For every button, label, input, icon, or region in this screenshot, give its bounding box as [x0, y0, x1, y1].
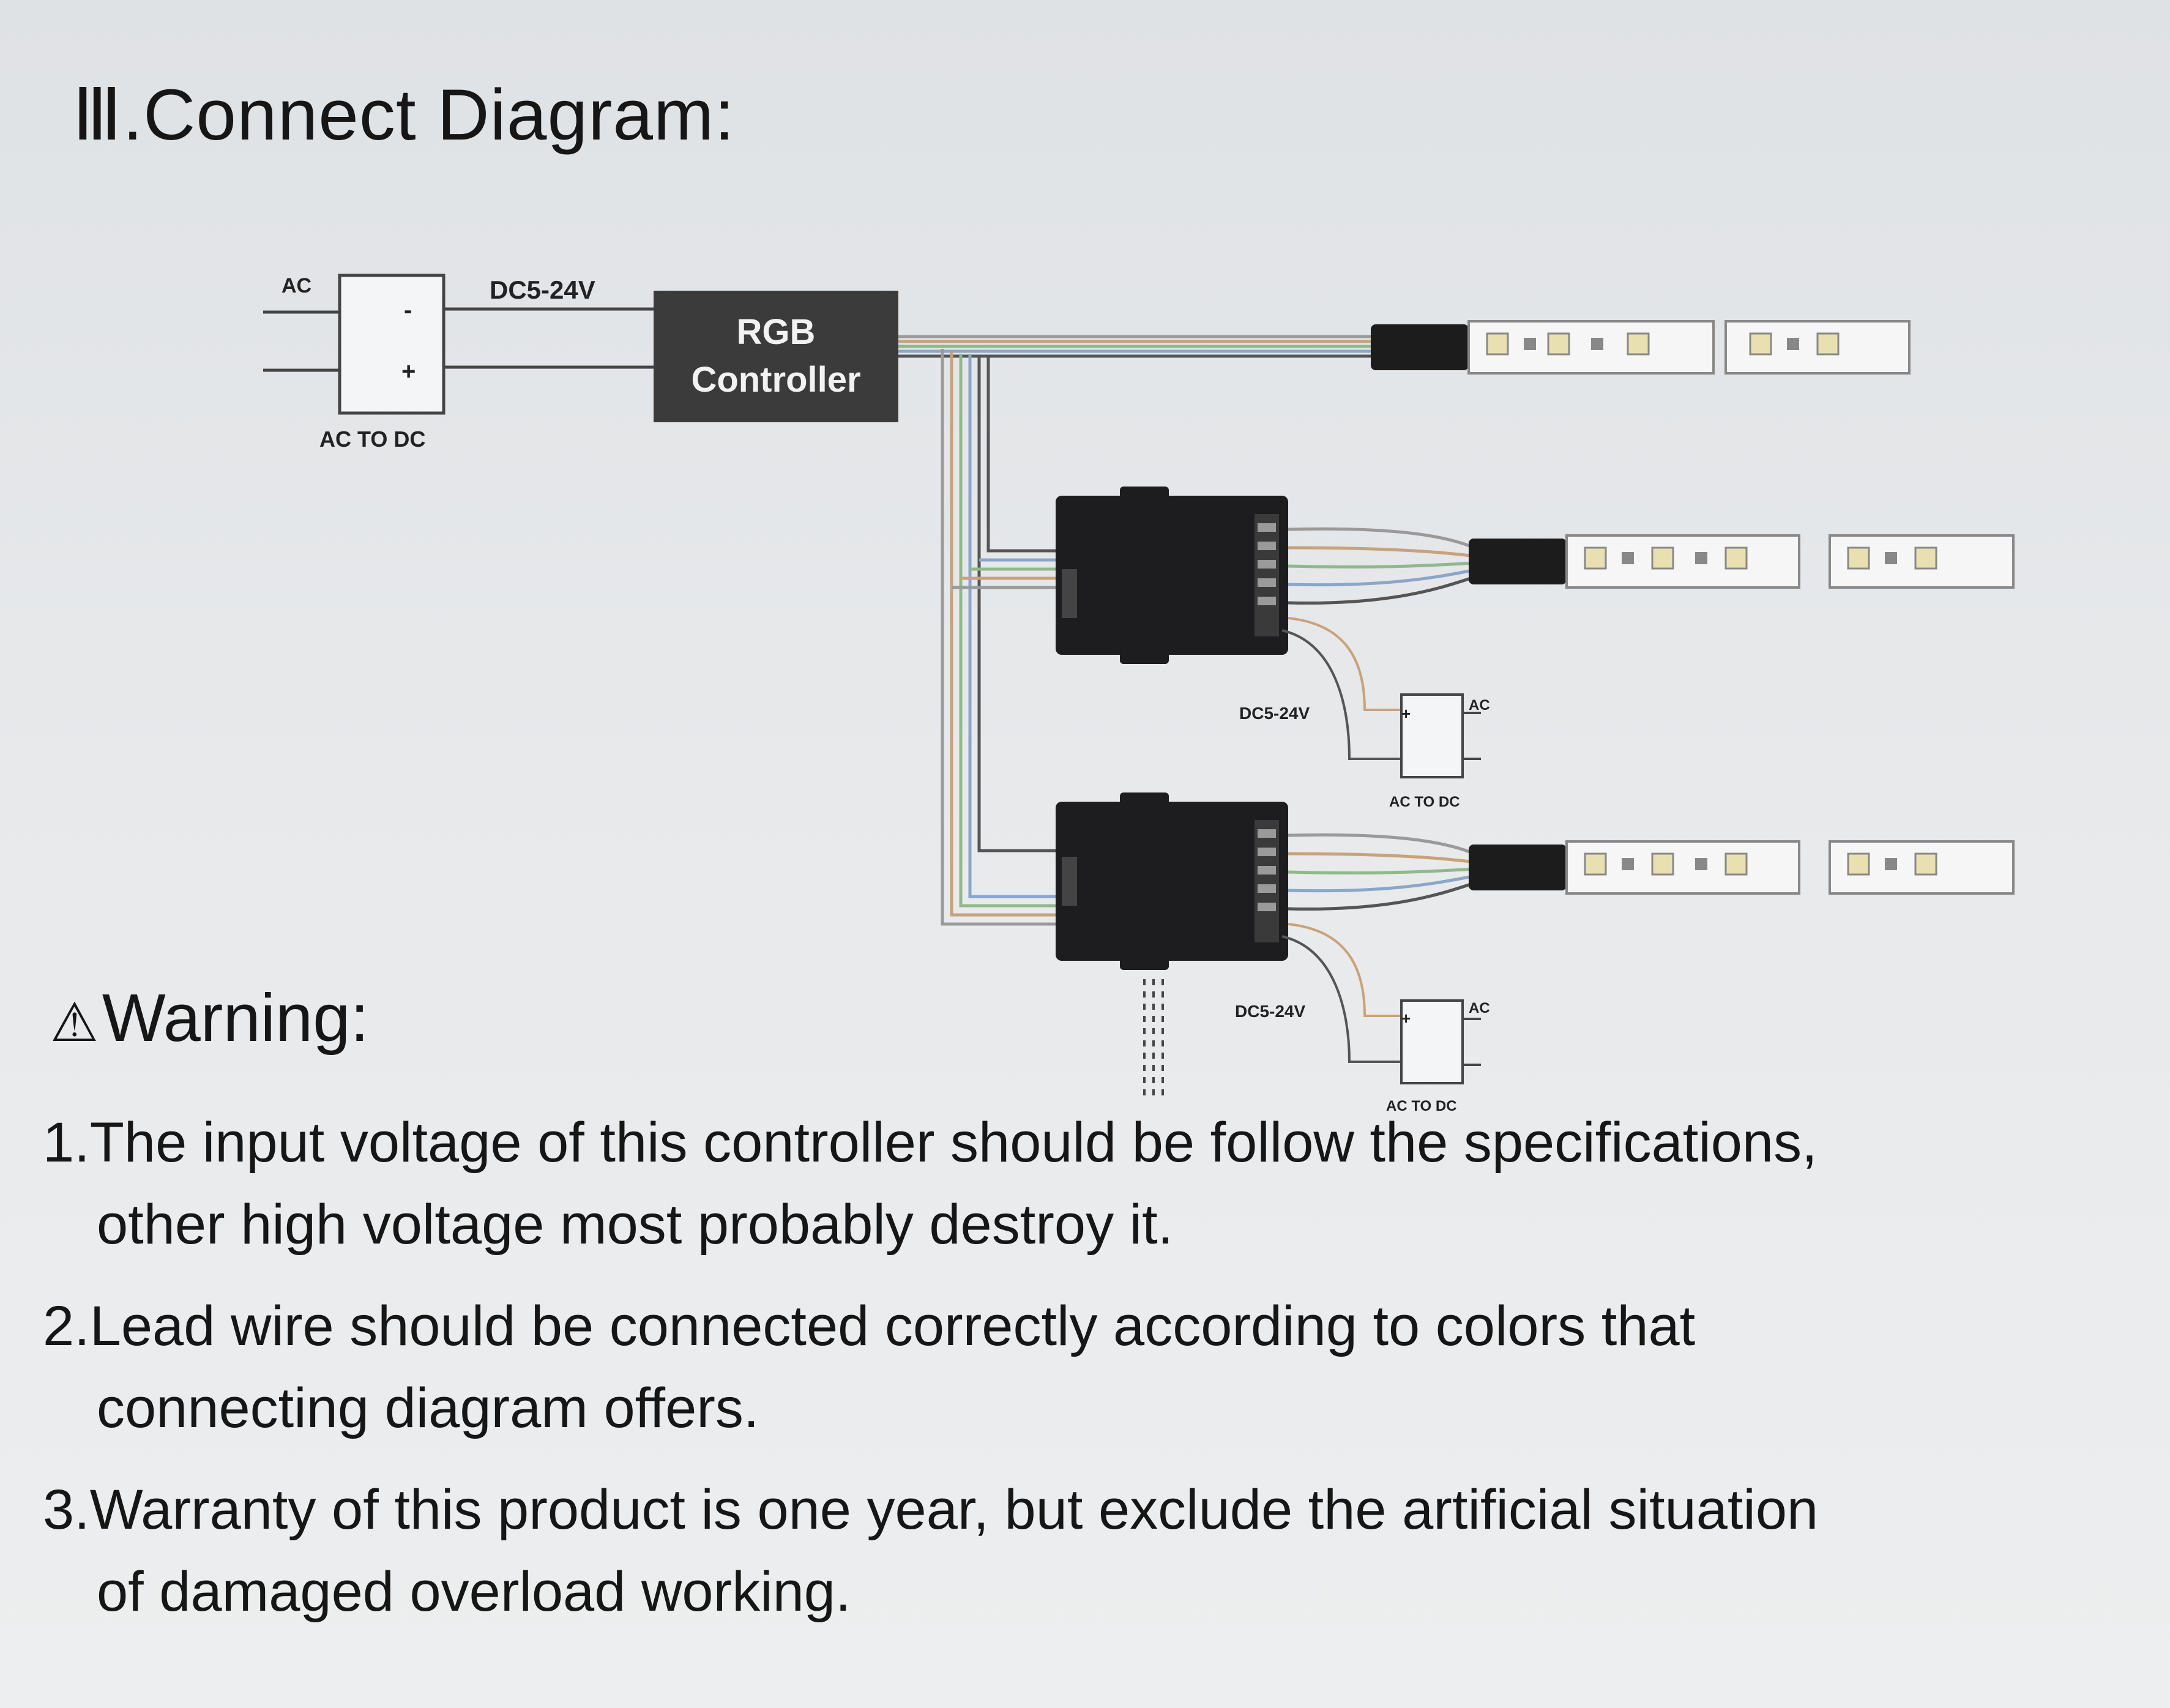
warning-title: Warning: — [102, 980, 369, 1056]
amplifier-2-voltage-label: DC5-24V — [1235, 1002, 1305, 1021]
led-strip-1 — [1371, 320, 1911, 375]
input-minus-label: - — [404, 297, 412, 324]
amplifier-2 — [1056, 792, 1288, 970]
led-strip-3 — [1469, 840, 2015, 895]
warning-item-1-line2: other high voltage most probably destroy… — [97, 1193, 1174, 1256]
input-dc-wires: DC5-24V — [444, 275, 655, 369]
warning-item-3: 3.Warranty of this product is one year, … — [43, 1469, 1818, 1633]
warning-triangle-icon: ⚠ — [50, 992, 99, 1053]
amplifier-1-psu: DC5-24V + AC AC TO DC — [1239, 693, 1490, 810]
input-psu-label: AC TO DC — [319, 427, 425, 452]
warning-item-1-line1: 1.The input voltage of this controller s… — [43, 1111, 1818, 1174]
led-strip-2 — [1469, 534, 2015, 589]
page-title: Ⅲ.Connect Diagram: — [72, 75, 736, 155]
input-ac-label: AC — [282, 274, 311, 297]
controller-label-line2: Controller — [691, 360, 860, 400]
amplifier-2-psu-label: AC TO DC — [1386, 1098, 1457, 1114]
warning-item-2: 2.Lead wire should be connected correctl… — [43, 1285, 1695, 1449]
amplifier-1 — [1056, 487, 1288, 664]
input-plus-label: + — [401, 358, 416, 385]
amplifier-1-ac-label: AC — [1469, 697, 1490, 714]
warning-heading: ⚠Warning: — [50, 979, 369, 1057]
warning-item-3-line1: 3.Warranty of this product is one year, … — [43, 1479, 1819, 1541]
output-wire-bundle — [898, 335, 1371, 926]
amplifier-2-psu: DC5-24V + AC AC TO DC — [1235, 999, 1490, 1114]
rgb-controller: RGB Controller — [654, 291, 898, 422]
warning-item-2-line1: 2.Lead wire should be connected correctl… — [43, 1295, 1696, 1357]
warning-item-3-line2: of damaged overload working. — [97, 1561, 851, 1623]
amplifier-2-plus-label: + — [1401, 1009, 1411, 1027]
input-voltage-label: DC5-24V — [490, 275, 595, 304]
warning-item-2-line2: connecting diagram offers. — [97, 1377, 759, 1439]
controller-label-line1: RGB — [737, 312, 816, 352]
warning-item-1: 1.The input voltage of this controller s… — [43, 1102, 1818, 1266]
input-psu: AC - + AC TO DC — [263, 274, 446, 452]
amplifier-1-plus-label: + — [1401, 704, 1411, 723]
amplifier-2-ac-label: AC — [1469, 1000, 1490, 1016]
amplifier-1-psu-label: AC TO DC — [1389, 794, 1460, 810]
amplifier-1-voltage-label: DC5-24V — [1239, 704, 1310, 723]
